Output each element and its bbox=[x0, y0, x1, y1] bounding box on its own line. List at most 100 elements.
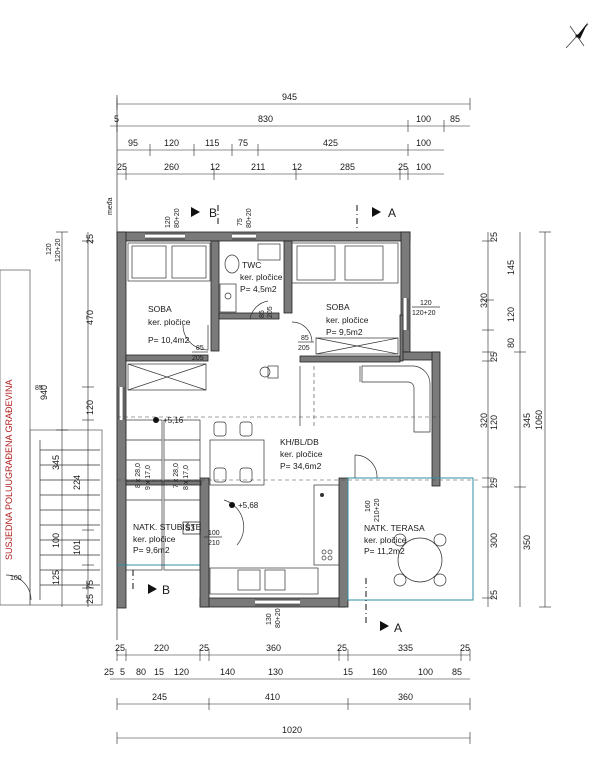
dim-bot-r2-5: 130 bbox=[268, 667, 283, 677]
dim-top-r3-5: 100 bbox=[416, 138, 431, 148]
dim-top-r3-1: 120 bbox=[164, 138, 179, 148]
dim-top-r4-0: 25 bbox=[117, 162, 127, 172]
dim-right-r1-7: 300 bbox=[489, 533, 499, 548]
svg-text:P= 34,6m2: P= 34,6m2 bbox=[280, 461, 322, 471]
w-b1: 120 bbox=[165, 216, 172, 228]
lamp-circle bbox=[259, 366, 271, 378]
dim-bot-r1-0: 25 bbox=[115, 643, 125, 653]
dim-bot-r3-1: 410 bbox=[265, 692, 280, 702]
dim-bot-r2-8: 100 bbox=[418, 667, 433, 677]
dim-bot-r2-6: 15 bbox=[343, 667, 353, 677]
dim-top-r3-2: 115 bbox=[205, 138, 219, 148]
w-t1: 75 bbox=[237, 218, 244, 226]
lamp-icon bbox=[267, 365, 279, 379]
dim-right-r1-6: 25 bbox=[489, 478, 499, 488]
dim-bot-r2-4: 140 bbox=[220, 667, 235, 677]
dim-top-r4-6: 25 bbox=[398, 162, 408, 172]
dim-right-r1-2: 120 bbox=[506, 307, 516, 322]
dim-right-r1-1: 145 bbox=[506, 260, 516, 275]
dim-top-r2-1: 830 bbox=[258, 114, 273, 124]
svg-text:A: A bbox=[394, 621, 402, 635]
dim-bot-r2-2: 15 bbox=[154, 667, 164, 677]
section-mark-a-bottom: A bbox=[365, 578, 402, 635]
dim-bot-r2-7: 160 bbox=[372, 667, 387, 677]
dining-table-icon bbox=[209, 421, 265, 486]
room-twc: TWC ker. pločice P= 4,5m2 bbox=[240, 260, 283, 294]
svg-text:S3: S3 bbox=[185, 524, 195, 533]
dim-left-r2-0: 940 bbox=[39, 385, 49, 400]
dim-left-r1-1: 470 bbox=[85, 310, 95, 325]
w-left1: 120 bbox=[46, 243, 53, 255]
section-mark-b-top: B bbox=[191, 205, 219, 225]
stair-right-1: 7 x 28,0 bbox=[173, 463, 180, 488]
dim-right-r2-1: 345 bbox=[522, 413, 532, 428]
dim-bot-r2b-0: 5 bbox=[120, 667, 125, 677]
dim-top-total: 945 bbox=[282, 92, 297, 102]
terrace-table-icon bbox=[393, 533, 447, 587]
dim-top-r3-0: 95 bbox=[128, 138, 138, 148]
dim-top-r3-4: 425 bbox=[323, 138, 338, 148]
dim-right-r1-3: 80 bbox=[506, 338, 516, 348]
dim-bot-r1-2: 25 bbox=[199, 643, 209, 653]
w-r2: 120+20 bbox=[412, 310, 436, 317]
dim-bot-r1-1: 220 bbox=[154, 643, 169, 653]
w-bot1: 130 bbox=[266, 613, 273, 625]
svg-text:P= 11,2m2: P= 11,2m2 bbox=[364, 546, 405, 556]
dim-left-r2-1: 345 bbox=[51, 455, 61, 470]
windows bbox=[118, 233, 409, 606]
room-stair: NATK. STUBIŠTE ker. pločice P= 9,6m2 bbox=[133, 522, 202, 555]
svg-text:ker. pločice: ker. pločice bbox=[133, 534, 176, 544]
dim-left-r2-3: 125 bbox=[51, 570, 61, 585]
dim-bot-r3-0: 245 bbox=[152, 692, 167, 702]
dim-bot-r2-3: 120 bbox=[174, 667, 189, 677]
staircase: 8 x 28,0 9 x 17,0 7 x 28,0 8 x 17,0 bbox=[125, 419, 201, 571]
svg-text:B: B bbox=[162, 583, 170, 597]
room-kitchen: KH/BL/DB ker. pločice P= 34,6m2 bbox=[280, 437, 323, 471]
d-ter2: 210+20 bbox=[374, 498, 381, 522]
svg-text:TWC: TWC bbox=[242, 260, 261, 270]
dim-bot-r1-6: 25 bbox=[460, 643, 470, 653]
wardrobe-left bbox=[127, 363, 207, 391]
terrace-outline bbox=[347, 477, 474, 601]
dim-left-r2-2: 100 bbox=[51, 533, 61, 548]
w-left2: 120+20 bbox=[55, 238, 62, 262]
dim-right-r1-5: 120 bbox=[489, 415, 499, 430]
svg-text:+5,68: +5,68 bbox=[238, 501, 259, 510]
svg-text:NATK. TERASA: NATK. TERASA bbox=[364, 523, 425, 533]
dim-bot-r3-2: 360 bbox=[398, 692, 413, 702]
d-stair1: 100 bbox=[208, 530, 220, 537]
kitchen-counter bbox=[209, 484, 340, 595]
sofa-icon bbox=[359, 365, 431, 433]
svg-text:SOBA: SOBA bbox=[326, 302, 350, 312]
svg-text:ker. pločice: ker. pločice bbox=[326, 315, 369, 325]
svg-text:ker. pločice: ker. pločice bbox=[240, 272, 283, 282]
d-soba4: 205 bbox=[298, 345, 310, 352]
level-upper: +5,16 bbox=[153, 416, 184, 425]
dim-right-r2-2: 350 bbox=[522, 535, 532, 550]
boundary-label: međa bbox=[107, 197, 114, 215]
dim-bot-r1-3: 360 bbox=[266, 643, 281, 653]
bottom-dimensions: 25 220 25 360 25 335 25 25 5 80 15 120 1… bbox=[104, 643, 471, 744]
dim-top-r4-4: 12 bbox=[292, 162, 302, 172]
dim-right-r1-4: 25 bbox=[489, 352, 499, 362]
dim-top-r4-3: 211 bbox=[251, 162, 265, 172]
top-dimensions: 945 5 830 100 85 95 120 115 75 425 100 2… bbox=[110, 92, 471, 180]
d-twc1: 85 bbox=[259, 310, 266, 318]
dim-top-r3-3: 75 bbox=[238, 138, 248, 148]
svg-text:P= 9,6m2: P= 9,6m2 bbox=[133, 545, 170, 555]
d-stair2: 210 bbox=[208, 540, 220, 547]
svg-text:ker. pločice: ker. pločice bbox=[280, 449, 323, 459]
svg-text:P= 9,5m2: P= 9,5m2 bbox=[326, 327, 363, 337]
stair-right-2: 8 x 17,0 bbox=[183, 465, 190, 490]
section-mark-b-bottom: B bbox=[132, 570, 170, 597]
dim-bot-r1-4: 25 bbox=[337, 643, 347, 653]
dim-right-r2-0: 320 bbox=[479, 293, 489, 308]
svg-text:NATK. STUBIŠTE: NATK. STUBIŠTE bbox=[133, 522, 202, 532]
d-soba3: 85 bbox=[301, 335, 309, 342]
room-terrace: NATK. TERASA ker. pločice P= 11,2m2 bbox=[364, 523, 425, 556]
svg-text:ker. pločice: ker. pločice bbox=[148, 317, 191, 327]
stair-left-2: 9 x 17,0 bbox=[145, 465, 152, 490]
dim-top-r2-2: 100 bbox=[416, 114, 431, 124]
dim-right-r1-0: 25 bbox=[489, 232, 499, 242]
